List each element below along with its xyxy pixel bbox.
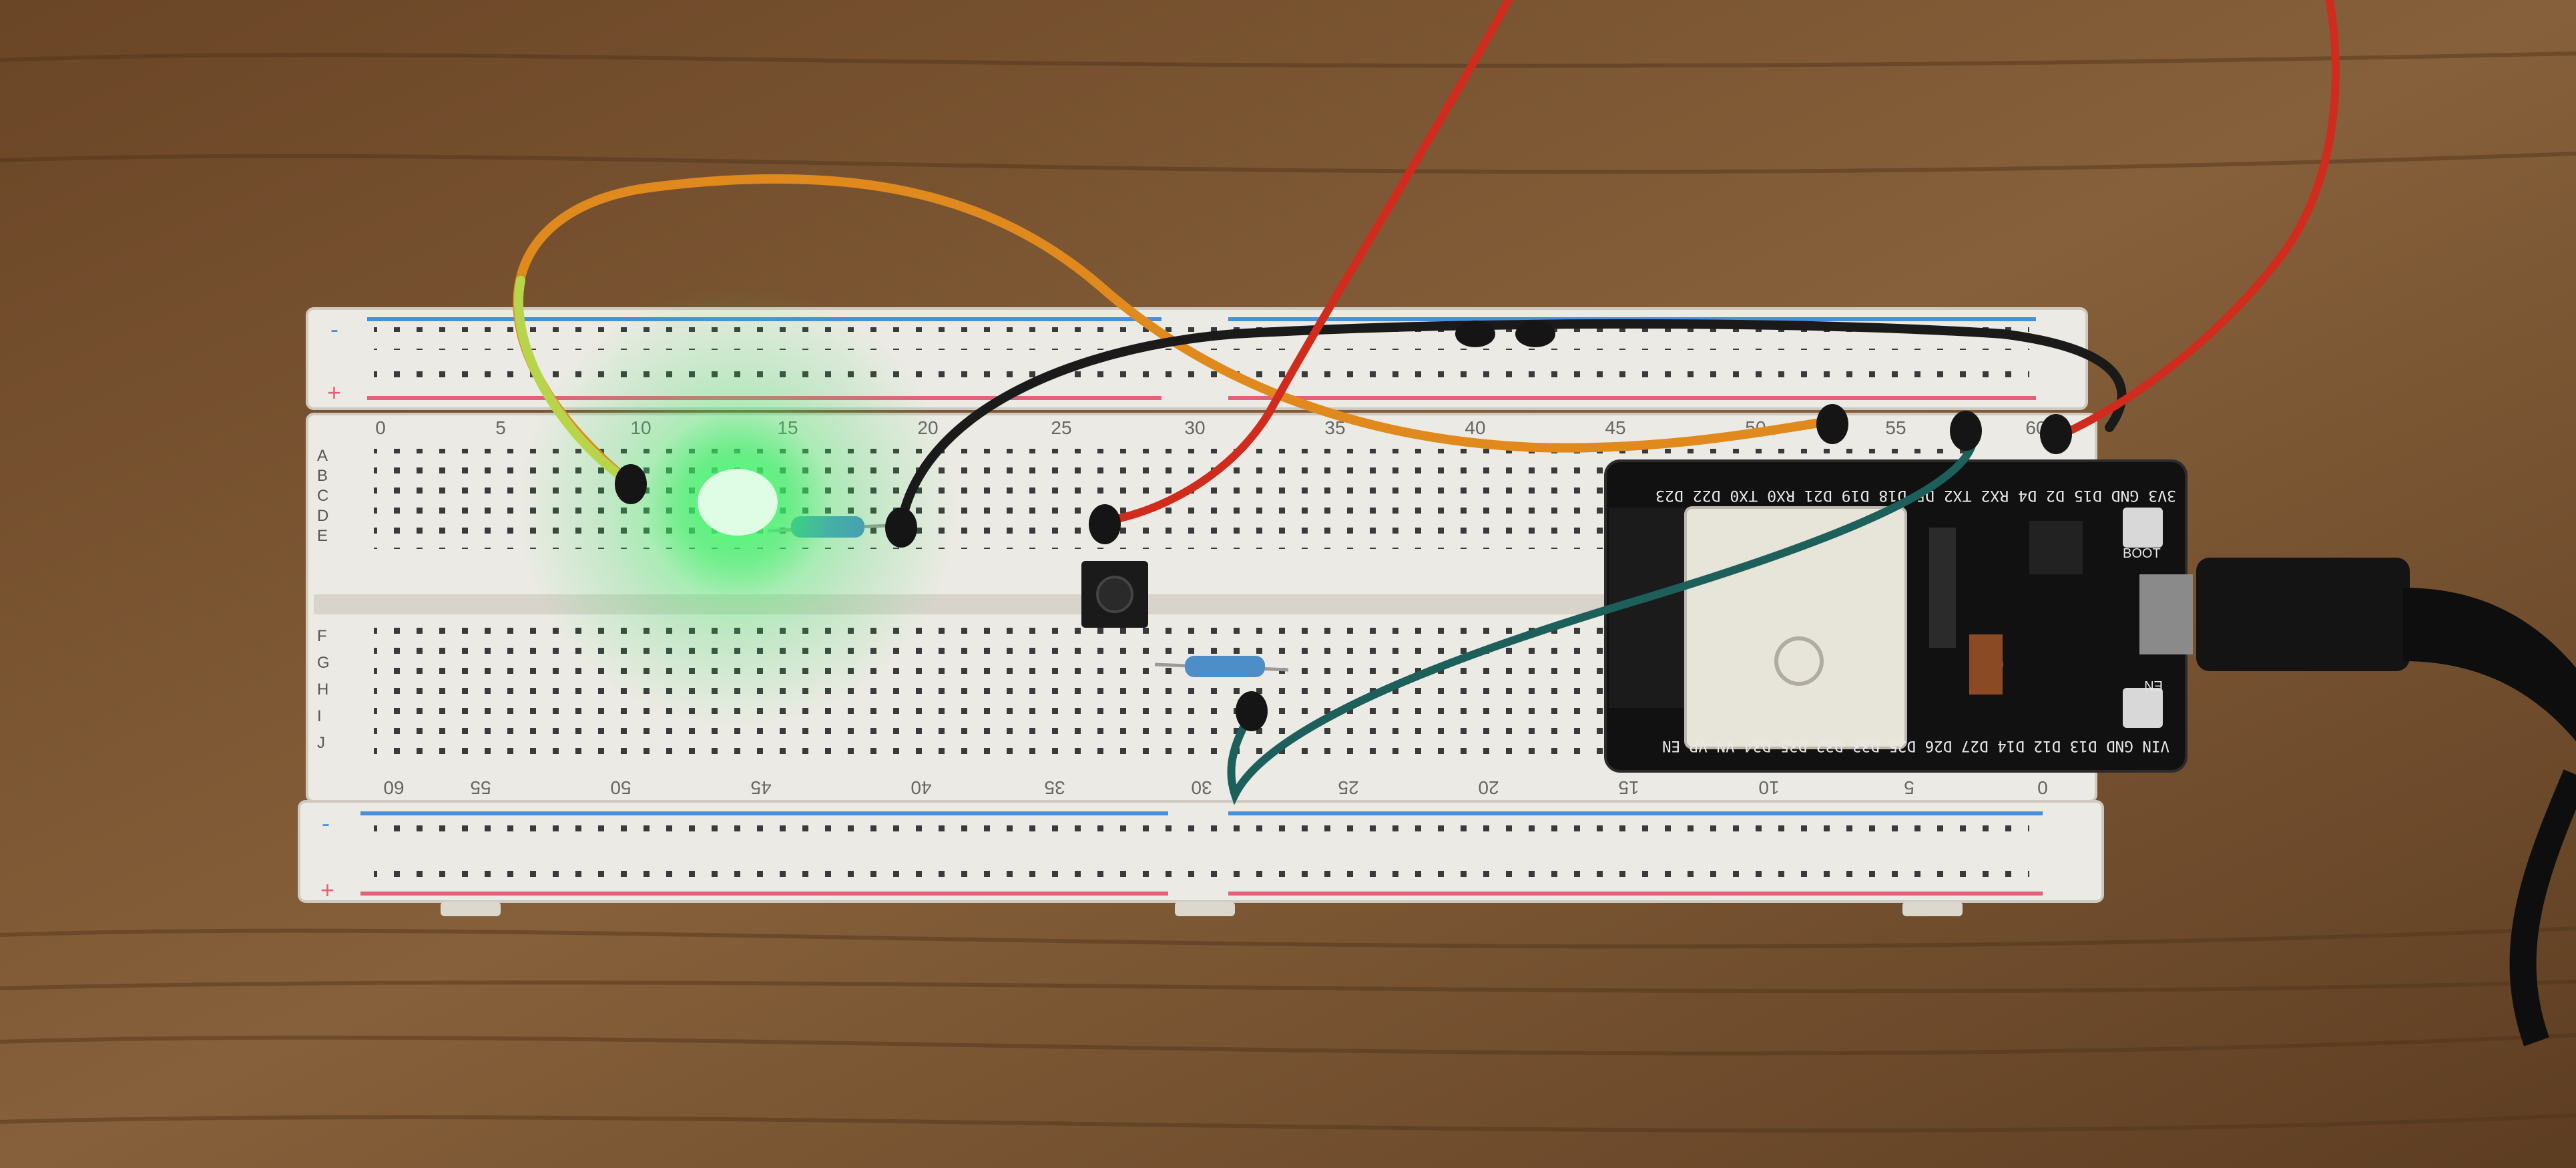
row-label-e: E — [317, 527, 328, 545]
red-wire-left — [1104, 0, 1513, 525]
col-top-40: 40 — [1465, 417, 1485, 438]
green-led-icon — [517, 287, 958, 728]
col-bottom-55: 55 — [470, 777, 491, 798]
col-top-0: 0 — [375, 417, 386, 438]
en-label: EN — [2144, 678, 2163, 693]
bottom-rail-plus-label: + — [320, 876, 334, 904]
boot-button[interactable] — [2123, 508, 2163, 548]
top-rail-minus-label: - — [330, 315, 338, 343]
teal-wire — [1227, 423, 1978, 805]
pushbutton-icon[interactable] — [1081, 561, 1148, 628]
col-bottom-10: 10 — [1758, 777, 1779, 798]
esp32-board — [1604, 459, 2193, 773]
row-label-d: D — [317, 507, 328, 525]
esp32-wifi-module — [1684, 506, 1907, 749]
row-letters-bottom: F G H I J — [317, 627, 330, 752]
orange-wire — [513, 174, 1837, 485]
col-bottom-30: 30 — [1191, 777, 1212, 798]
boot-label: BOOT — [2123, 546, 2161, 561]
col-top-25: 25 — [1051, 417, 1071, 438]
col-bottom-40: 40 — [911, 777, 931, 798]
wire-connectors — [615, 321, 2072, 731]
col-top-5: 5 — [495, 417, 506, 438]
esp32-bottom-pin-labels: VIN GND D13 D12 D14 D27 D26 D25 D33 D32 … — [1662, 737, 2169, 754]
row-label-b: B — [317, 467, 328, 485]
col-bottom-35: 35 — [1044, 777, 1065, 798]
col-top-55: 55 — [1885, 417, 1906, 438]
col-bottom-60: 60 — [383, 777, 404, 798]
row-label-i: I — [317, 707, 322, 725]
esp32-logo-icon — [1774, 636, 1824, 686]
col-bottom-50: 50 — [610, 777, 631, 798]
row-label-g: G — [317, 654, 330, 672]
pulldown-resistor-icon — [1154, 656, 1289, 677]
row-label-j: J — [317, 734, 325, 752]
row-letters-top: A B C D E — [317, 447, 328, 545]
en-button[interactable] — [2123, 688, 2163, 728]
wires — [513, 0, 2340, 805]
usb-cable-icon — [2196, 558, 2576, 1046]
green-wire-segment — [513, 276, 632, 485]
bottom-power-rail — [298, 800, 2104, 916]
col-top-45: 45 — [1605, 417, 1625, 438]
col-bottom-20: 20 — [1478, 777, 1499, 798]
col-bottom-0: 0 — [2037, 777, 2048, 798]
red-wire-right — [2059, 0, 2340, 438]
row-label-f: F — [317, 627, 327, 645]
col-bottom-25: 25 — [1338, 777, 1358, 798]
row-label-a: A — [317, 447, 328, 465]
row-label-h: H — [317, 680, 328, 699]
wood-grain — [0, 51, 2576, 1133]
micro-usb-port[interactable] — [2139, 574, 2193, 654]
col-bottom-15: 15 — [1618, 777, 1639, 798]
col-bottom-5: 5 — [1904, 777, 1914, 798]
row-label-c: C — [317, 487, 328, 505]
bottom-rail-minus-label: - — [322, 809, 330, 837]
top-rail-plus-label: + — [327, 379, 341, 406]
column-numbers-bottom: 60 55 50 45 40 35 30 25 20 15 10 5 0 — [383, 777, 2047, 798]
col-bottom-45: 45 — [750, 777, 771, 798]
col-top-30: 30 — [1184, 417, 1205, 438]
